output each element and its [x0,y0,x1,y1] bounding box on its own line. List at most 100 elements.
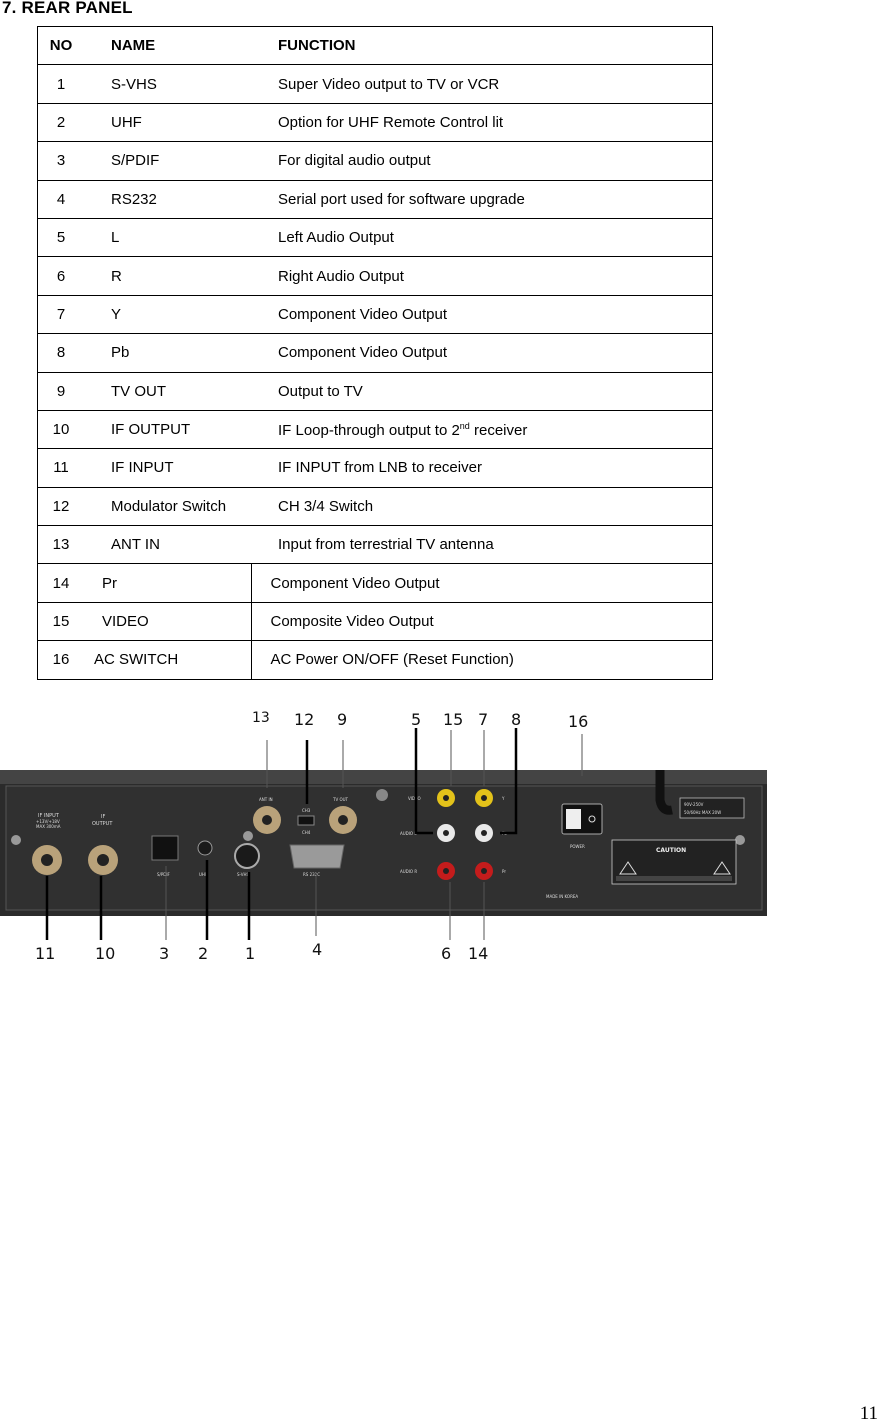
cell-function: Serial port used for software upgrade [251,179,713,219]
callout-15: 15 [443,710,464,729]
cell-function: Component Video Output [251,294,713,335]
warning-icon [713,861,731,875]
cell-name: Modulator Switch [84,486,251,527]
cell-function: For digital audio output [251,141,713,181]
if-output-label: IF [101,814,105,820]
cell-name: IF INPUT [84,448,251,488]
uhf-label: UHF [199,872,208,877]
cell-function: IF INPUT from LNB to receiver [251,448,713,488]
cell-function-text-tail: receiver [469,421,528,439]
cell-no: 8 [37,333,84,373]
cell-name: R [84,256,251,296]
page-number: 11 [859,1403,878,1424]
header-name: NAME [84,25,251,66]
callout-14: 14 [468,944,489,963]
rating-line-2: 50/60Hz MAX 20W [684,810,721,815]
cell-name: Pr [84,563,251,603]
cell-function: Component Video Output [251,333,713,373]
spdif-connector [151,835,179,861]
cell-function: Option for UHF Remote Control lit [251,102,713,143]
cell-name: IF OUTPUT [84,409,251,450]
cell-no: 3 [37,141,84,181]
cell-no: 9 [37,371,84,411]
cell-name: Pb [84,333,251,373]
leader-line [414,728,433,835]
callout-10: 10 [95,944,116,963]
power-switch-rocker [566,809,581,829]
panel-top-lip [0,770,767,784]
modulator-switch [297,815,315,826]
cell-name: Y [84,294,251,335]
rs232-connector [289,844,345,869]
ordinal-suffix: nd [459,420,470,431]
cell-function: CH 3/4 Switch [251,486,713,527]
cell-function: Input from terrestrial TV antenna [251,525,713,565]
header-no: NO [37,25,84,66]
cell-no: 11 [37,448,84,488]
cell-function: Left Audio Output [251,217,713,258]
cell-no: 16 [37,640,84,680]
table-header-row: NO NAME FUNCTION [37,25,713,66]
warning-icon [619,861,637,875]
cell-no: 12 [37,486,84,527]
cell-name: S-VHS [84,64,251,104]
cell-no: 6 [37,256,84,296]
callout-11: 11 [35,944,56,963]
audio-r-label: AUDIO R [400,869,417,874]
callout-9: 9 [337,710,348,729]
ch4-label: CH4 [302,830,311,835]
power-label: POWER [570,844,585,849]
rating-plate [679,797,745,819]
power-cord [655,770,673,815]
cell-name: S/PDIF [84,141,251,181]
screw-icon [243,831,253,841]
cell-no: 7 [37,294,84,335]
cell-name: UHF [84,102,251,143]
cell-no: 2 [37,102,84,143]
callout-1: 1 [245,944,256,963]
rating-line-1: 90V-250V [684,802,704,807]
audio-l-label: AUDIO L [400,831,417,836]
screw-icon [11,835,21,845]
cell-function: Super Video output to TV or VCR [251,64,713,104]
cell-function: Composite Video Output [250,601,713,642]
rear-panel-diagram: IF INPUT +13V/+18V MAX 300mA IF OUTPUT S… [0,700,884,970]
cell-function: Right Audio Output [251,256,713,296]
cell-function: Component Video Output [250,563,713,603]
rear-panel-illustration: IF INPUT +13V/+18V MAX 300mA IF OUTPUT S… [0,728,767,940]
callout-16: 16 [568,712,589,731]
callout-4: 4 [312,940,323,959]
rs232-label: RS 232C [303,872,320,877]
svhs-connector [234,843,260,869]
callout-12: 12 [294,710,315,729]
if-output-label-2: OUTPUT [92,821,113,827]
section-title: 7. REAR PANEL [2,0,133,17]
uhf-connector [197,840,213,856]
callout-2: 2 [198,944,209,963]
cell-name: L [84,217,251,258]
header-function: FUNCTION [251,25,713,66]
callout-5: 5 [411,710,422,729]
made-in-label: MADE IN KOREA [546,894,578,899]
cell-no: 10 [37,409,84,450]
cell-name: TV OUT [84,371,251,411]
cell-no: 1 [37,64,84,104]
cell-no: 4 [37,179,84,219]
cell-function: IF Loop-through output to 2nd receiver [251,409,713,450]
callout-6: 6 [441,944,452,963]
if-input-spec1: +13V/+18V [36,819,60,824]
cell-no: 14 [37,563,84,603]
